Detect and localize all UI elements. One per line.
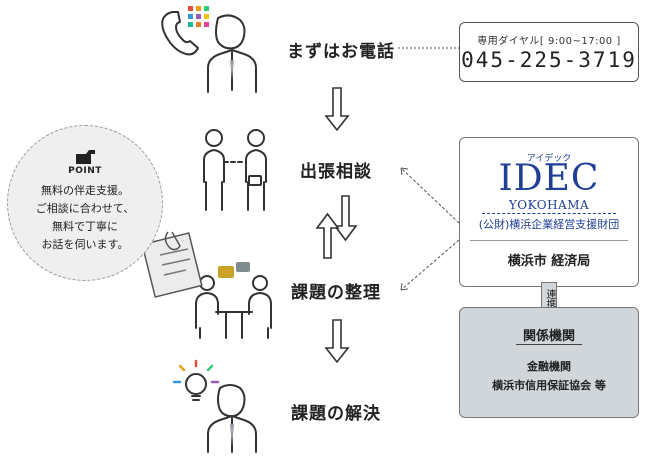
connector-arrowheads xyxy=(400,167,409,291)
speech-bubble-gray-icon xyxy=(236,262,250,272)
idec-yokohama: YOKOHAMA xyxy=(508,198,590,212)
related-title-underline xyxy=(516,344,582,345)
briefcase-icon xyxy=(248,175,262,186)
tie-icon-2 xyxy=(230,424,234,446)
tie-icon xyxy=(230,60,234,80)
dial-hours-label: 専用ダイヤル[ 9:00~17:00 ] xyxy=(477,36,621,47)
down-arrow-1 xyxy=(324,87,350,132)
point-line-3: 無料で丁寧に xyxy=(52,220,118,233)
point-line-4: お話を伺います。 xyxy=(41,238,129,251)
point-circle: POINT 無料の伴走支援。 ご相談に合わせて、 無料で丁寧に お話を伺います。 xyxy=(7,125,163,281)
step-organize-label: 課題の整理 xyxy=(291,283,381,303)
city-bureau: 横浜市 経済局 xyxy=(507,254,591,269)
speech-bubble-yellow-icon xyxy=(218,266,234,278)
related-orgs-box: 関係機関 金融機関 横浜市信用保証協会 等 xyxy=(459,307,639,418)
related-line-2: 横浜市信用保証協会 等 xyxy=(492,379,606,392)
point-line-1: 無料の伴走支援。 xyxy=(41,184,129,197)
phone-box: 専用ダイヤル[ 9:00~17:00 ] 045-225-3719 xyxy=(459,22,639,82)
step-solve-label: 課題の解決 xyxy=(291,404,381,424)
related-title: 関係機関 xyxy=(522,329,575,344)
clip-note-icon xyxy=(141,231,203,298)
down-arrow-3 xyxy=(324,319,350,364)
down-arrow-2 xyxy=(333,195,358,242)
idea-person-icon xyxy=(185,373,257,453)
org-divider xyxy=(470,240,628,241)
point-line-2: ご相談に合わせて、 xyxy=(35,202,135,215)
idec-kana: アイデック xyxy=(526,154,572,164)
idec-foundation: (公財)横浜企業経営支援財団 xyxy=(478,218,620,231)
idea-rays-icon xyxy=(172,359,220,384)
up-arrow xyxy=(315,212,340,259)
color-dots-icon xyxy=(188,6,209,27)
phone-person-icon xyxy=(161,11,257,93)
meeting-icon xyxy=(195,275,272,339)
handshake-icon xyxy=(203,129,267,211)
point-badge: POINT xyxy=(68,166,102,176)
pointing-hand-icon xyxy=(76,150,95,164)
idec-logo: IDEC xyxy=(498,158,600,199)
related-line-1: 金融機関 xyxy=(527,360,571,373)
flow-arrows xyxy=(315,87,358,364)
idec-divider xyxy=(482,213,616,214)
step-visit-label: 出張相談 xyxy=(300,162,372,182)
org-connectors xyxy=(400,167,460,291)
idec-org-box: アイデック IDEC YOKOHAMA (公財)横浜企業経営支援財団 横浜市 経… xyxy=(459,137,639,287)
phone-number[interactable]: 045-225-3719 xyxy=(461,48,637,72)
step-call-label: まずはお電話 xyxy=(287,42,395,62)
